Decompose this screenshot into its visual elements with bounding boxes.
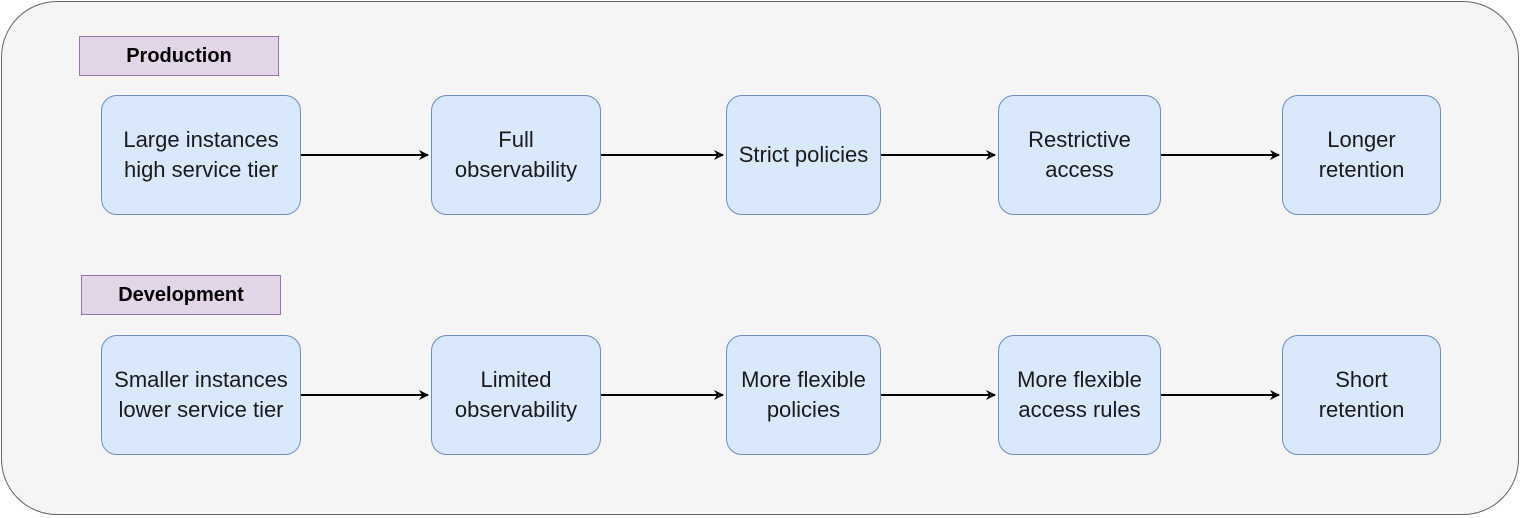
- production-step-policies: Strict policies: [726, 95, 881, 215]
- production-step-retention: Longer retention: [1282, 95, 1441, 215]
- development-step-observability: Limited observability: [431, 335, 601, 455]
- development-step-access: More flexible access rules: [998, 335, 1161, 455]
- development-step-instances: Smaller instances lower service tier: [101, 335, 301, 455]
- development-step-policies: More flexible policies: [726, 335, 881, 455]
- production-step-access: Restrictive access: [998, 95, 1161, 215]
- development-step-retention: Short retention: [1282, 335, 1441, 455]
- production-label: Production: [79, 36, 279, 76]
- development-label: Development: [81, 275, 281, 315]
- production-step-instances: Large instances high service tier: [101, 95, 301, 215]
- production-step-observability: Full observability: [431, 95, 601, 215]
